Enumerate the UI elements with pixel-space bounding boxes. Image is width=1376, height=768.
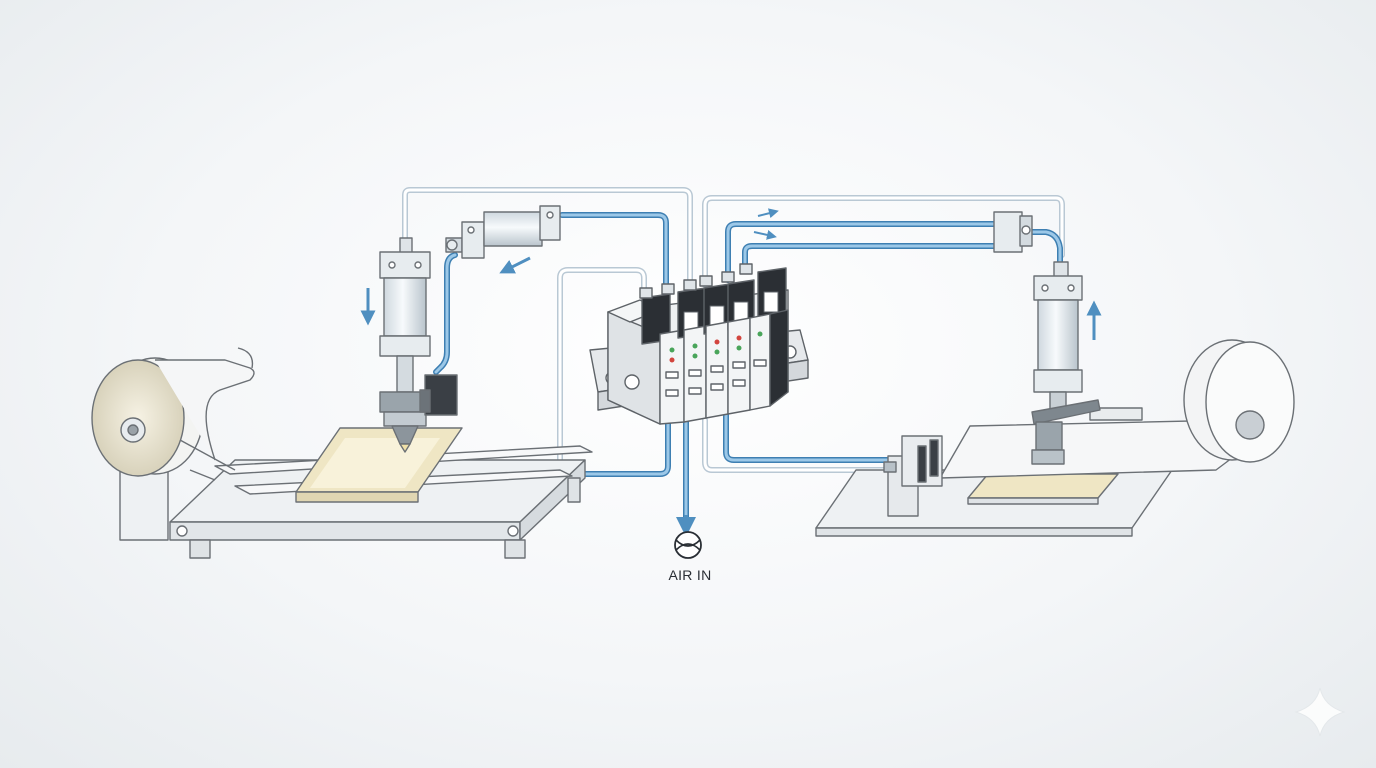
valve-module-5 [749,267,789,411]
right-horizontal-cylinder [993,211,1033,253]
air-inlet: AIR IN [668,515,711,583]
arrow-left-icon [499,256,531,274]
valve-module-1 [641,293,685,425]
right-station [815,211,1295,537]
valve-manifold [589,263,809,425]
air-lines [402,187,1065,523]
arrow-right-icon [753,230,777,240]
left-feed-roll [91,347,255,541]
right-vertical-cylinder [1031,261,1101,465]
right-gripper-unit [883,435,943,517]
left-horizontal-cylinder [445,205,561,259]
right-press-table [815,469,1173,537]
left-vertical-cylinder [379,237,458,453]
air-in-label: AIR IN [668,567,711,583]
sparkle-icon [1294,687,1346,737]
air-supply-icon [674,531,702,559]
left-station [91,205,593,559]
manifold-fittings [639,263,753,299]
right-output-roll [1183,339,1295,463]
valve-module-4 [727,279,755,415]
arrow-right-icon [757,208,779,219]
valve-module-3 [703,283,731,419]
motion-arrows [360,208,1102,340]
left-workpiece [295,427,463,503]
film-web [939,407,1237,479]
